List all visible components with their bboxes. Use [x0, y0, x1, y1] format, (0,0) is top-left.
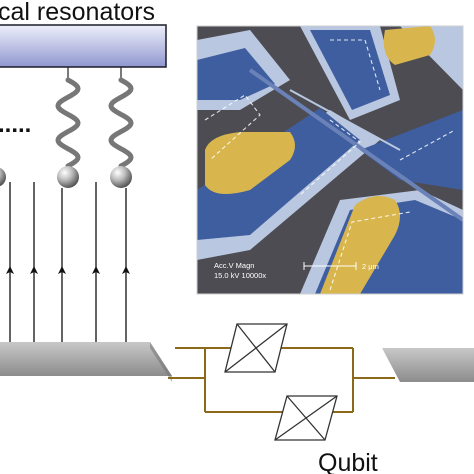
qubit-circuit	[168, 347, 395, 413]
sem-info-line2: 15.0 kV 10000x	[214, 271, 266, 280]
sem-micrograph: Acc.V Magn 15.0 kV 10000x 2 μm	[197, 26, 463, 294]
junction-bottom	[274, 395, 338, 441]
spring-coil	[55, 77, 81, 169]
springs	[55, 67, 134, 169]
mass-ball	[0, 167, 6, 187]
masses	[0, 166, 132, 188]
spring-coil	[108, 77, 134, 169]
resonator-bar	[0, 24, 167, 68]
sem-info-line1: Acc.V Magn	[214, 261, 254, 270]
scale-bar-label: 2 μm	[362, 262, 379, 271]
signal-lines	[9, 182, 127, 342]
mass-ball	[57, 166, 79, 188]
micrograph-frame	[196, 25, 464, 295]
right-ground-pad	[382, 348, 474, 382]
arrowheads	[6, 266, 130, 274]
ellipsis-dots: .....	[0, 111, 31, 138]
left-ground-pad	[0, 342, 172, 376]
scale-bar	[303, 262, 357, 270]
qubit-label: Qubit	[318, 449, 378, 474]
junction-top	[224, 323, 288, 373]
resonators-title: cal resonators	[0, 0, 155, 26]
mass-ball	[110, 166, 132, 188]
